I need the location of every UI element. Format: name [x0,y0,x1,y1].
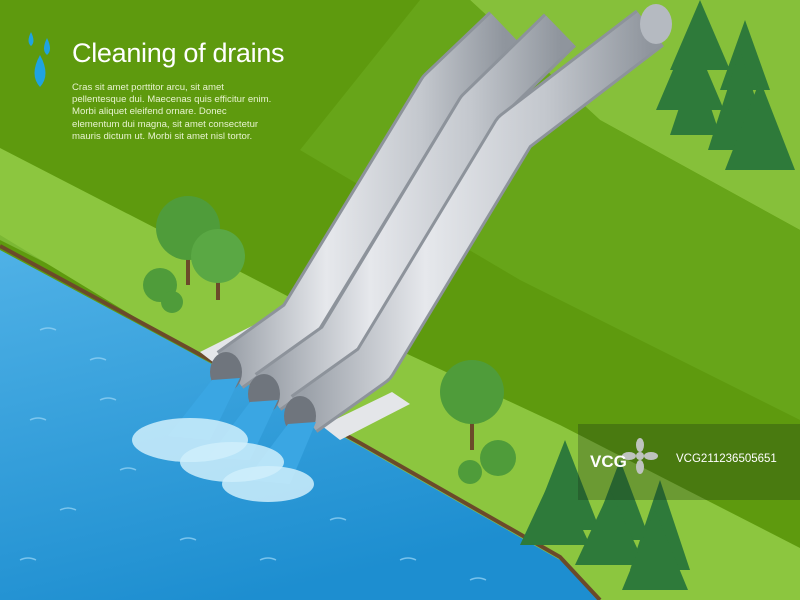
round-trees [143,196,516,484]
pine-trees [520,0,795,590]
description-line: pellentesque dui. Maecenas quis efficitu… [72,94,272,106]
water-drops-icon [28,32,50,87]
description-line: elementum dui magna, sit amet consectetu… [72,118,259,130]
drain-pipes [216,9,664,433]
pipe-end-top [640,4,672,44]
water-streams [132,378,316,502]
watermark-panel [578,424,800,500]
watermark-brand: VCG [590,452,627,471]
river-bank [0,244,602,600]
description-line: Cras sit amet porttitor arcu, sit amet [72,82,224,93]
page-title: Cleaning of drains [72,38,285,68]
description-line: Morbi aliquet eleifend ornare. Donec [72,106,227,118]
vcg-flower-logo-icon [622,438,658,474]
outlet-slab-right [322,392,410,440]
description-line: mauris dictum ut. Morbi sit amet nisl to… [72,130,253,142]
description-text: Cras sit amet porttitor arcu, sit amet p… [72,82,292,143]
watermark-id: VCG21123650565​1 [676,453,777,465]
water-ripples [19,327,487,581]
